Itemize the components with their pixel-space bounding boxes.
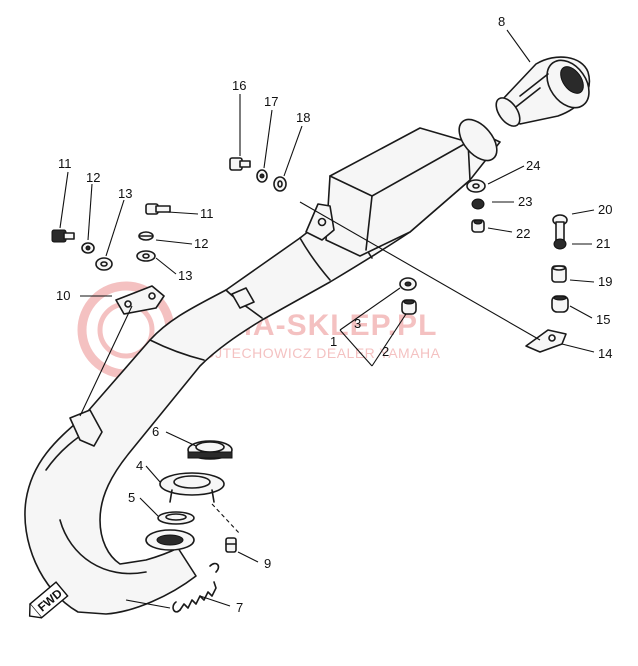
callout-8: 8	[498, 14, 505, 29]
nut-23	[471, 198, 485, 210]
callouts: 8 16 17 18 11 12 13 11 12 13 10 24 23 22…	[56, 14, 612, 615]
callout-13b: 13	[178, 268, 192, 283]
washer-13a	[95, 257, 113, 271]
callout-20: 17	[264, 94, 278, 109]
callout-12a: 12	[86, 170, 100, 185]
callout-10: 10	[56, 288, 70, 303]
grommet-2	[401, 299, 417, 315]
callout-6: 6	[152, 424, 159, 439]
washer-21	[273, 176, 287, 192]
callout-22: 22	[516, 226, 530, 241]
bolt-11b	[145, 203, 171, 215]
leader-lines	[59, 29, 595, 609]
left-bracket	[115, 285, 165, 315]
watermark-subtitle: WOJTECHOWICZ DEALER YAMAHA	[190, 345, 441, 361]
callout-17: 20	[598, 202, 612, 217]
washer-12b	[138, 231, 154, 241]
nut-18	[553, 238, 567, 250]
callout-16: 19	[598, 274, 612, 289]
callout-1: 1	[330, 334, 337, 349]
callout-19: 16	[232, 78, 246, 93]
callout-18: 21	[596, 236, 610, 251]
washer-13b	[136, 250, 156, 262]
callout-9: 9	[264, 556, 271, 571]
callout-3: 3	[354, 316, 361, 331]
callout-4: 4	[136, 458, 143, 473]
bolt-19	[229, 157, 251, 171]
washer-3	[399, 277, 417, 291]
grommet-15	[551, 295, 569, 313]
washer-12a	[81, 242, 95, 254]
tail-pipe	[495, 56, 591, 127]
collar-16	[551, 265, 567, 283]
callout-14: 14	[598, 346, 612, 361]
flange-assembly	[145, 440, 233, 551]
washer-20	[256, 169, 268, 183]
callout-7: 7	[236, 600, 243, 615]
forward-direction-marker: FWD	[28, 581, 69, 619]
callout-13a: 13	[118, 186, 132, 201]
exhaust-pipe	[24, 118, 501, 615]
washer-24	[466, 179, 486, 193]
bolt-9	[225, 537, 237, 553]
callout-24: 24	[526, 158, 540, 173]
callout-12b: 12	[194, 236, 208, 251]
callout-2: 2	[382, 344, 389, 359]
callout-21: 18	[296, 110, 310, 125]
bolt-11a	[51, 229, 75, 243]
callout-15: 15	[596, 312, 610, 327]
grommet-22	[471, 219, 485, 233]
bolt-17	[552, 214, 568, 241]
bracket-14	[525, 329, 567, 353]
callout-5: 5	[128, 490, 135, 505]
callout-11a: 11	[58, 156, 72, 171]
callout-23: 23	[518, 194, 532, 209]
callout-11b: 11	[200, 206, 214, 221]
